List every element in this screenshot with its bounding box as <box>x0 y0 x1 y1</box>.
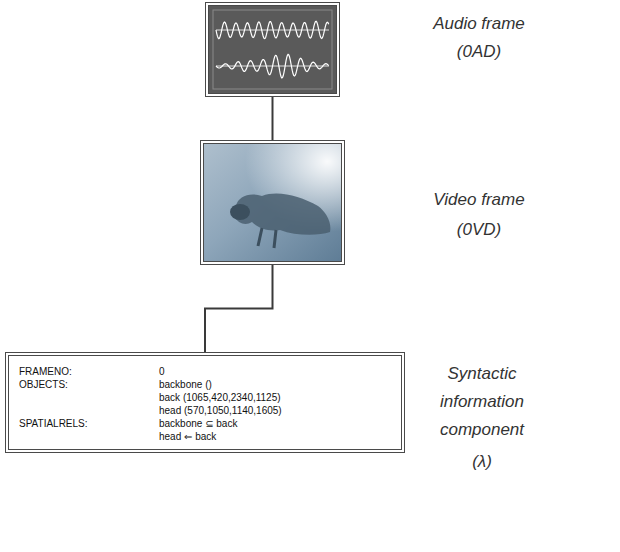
field-name: FRAMENO: <box>19 366 72 378</box>
field-value: head ⇐ back <box>159 431 216 443</box>
connector-line <box>205 265 273 352</box>
waveform <box>216 54 329 77</box>
frame-caption: Video frame <box>399 186 559 214</box>
frame-symbol: (0AD) <box>399 38 559 66</box>
field-value: backbone () <box>159 379 212 391</box>
audio-picture <box>209 6 336 93</box>
animal-head <box>230 204 250 220</box>
connector-line <box>272 97 274 140</box>
field-name: SPATIALRELS: <box>19 418 88 430</box>
field-value: 0 <box>159 366 165 378</box>
component-caption: Syntactic information component <box>427 360 537 444</box>
audio-frame-box: Audio frame(0AD) <box>205 2 340 97</box>
video-frame-box: Video frame(0VD) <box>200 140 345 265</box>
field-value: back (1065,420,2340,1125) <box>159 392 281 404</box>
field-value: backbone ⊆ back <box>159 418 237 430</box>
syntactic-info-box: Syntactic information component(λ)FRAMEN… <box>5 352 405 453</box>
frame-caption: Audio frame <box>399 10 559 38</box>
waveform <box>216 21 329 38</box>
video-picture <box>204 144 341 261</box>
component-symbol: (λ) <box>427 448 537 476</box>
frame-symbol: (0VD) <box>399 216 559 244</box>
field-value: head (570,1050,1140,1605) <box>159 405 282 417</box>
field-name: OBJECTS: <box>19 379 68 391</box>
